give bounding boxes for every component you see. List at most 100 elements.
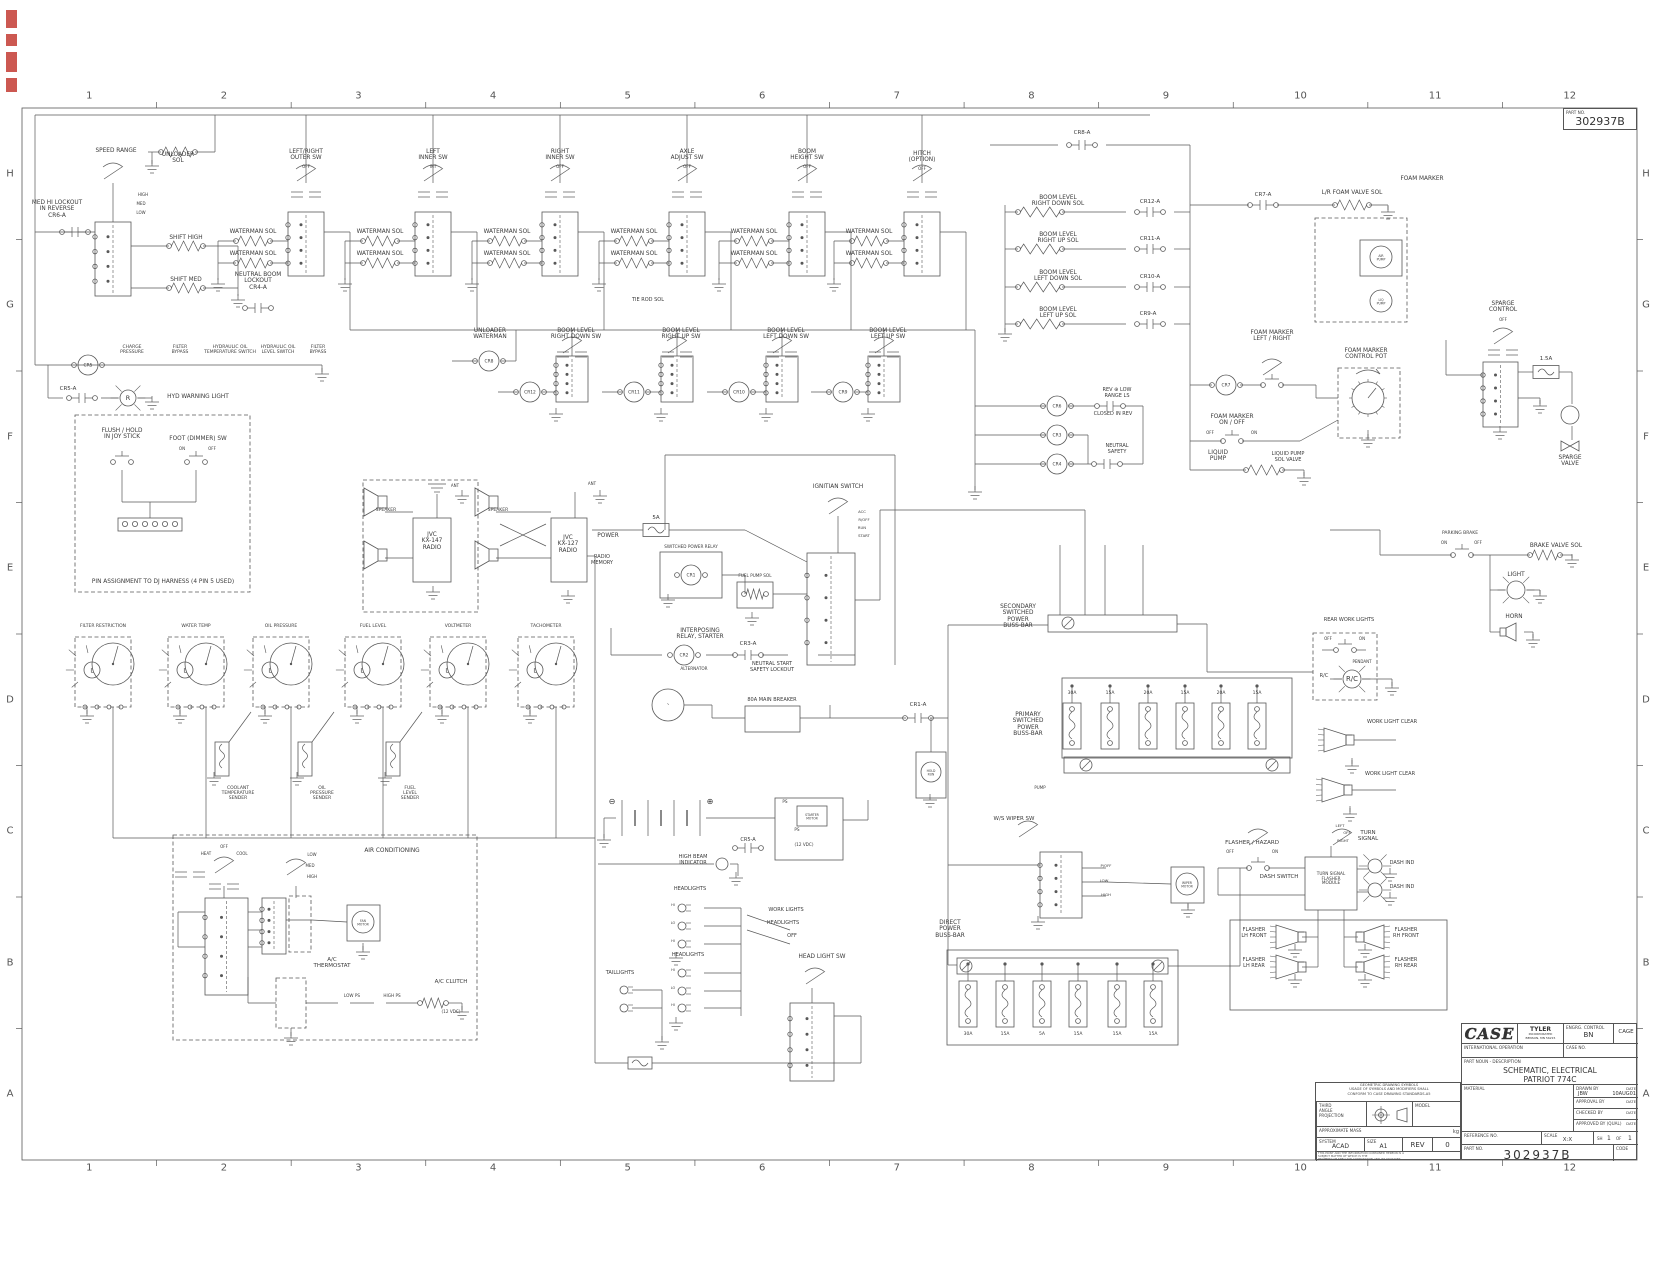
part-no-label: PART NO.	[1566, 110, 1586, 115]
diagram-label: CR11-A	[1139, 236, 1161, 242]
diagram-label: PIN ASSIGNMENT TO DJ HARNESS (4 PIN 5 US…	[91, 579, 235, 585]
diagram-label: CR8-A	[1073, 130, 1091, 136]
diagram-label: 15A	[1112, 1032, 1122, 1037]
zone-label: 11	[1428, 90, 1442, 102]
diagram-label: FOAM MARKER CONTROL POT	[1344, 348, 1388, 361]
diagram-label: ON	[1358, 636, 1366, 641]
diagram-label: LOW	[1099, 878, 1109, 883]
zone-label: 7	[893, 90, 900, 102]
svg-text:L: L	[268, 668, 272, 675]
diagram-label: HITCH (OPTION)	[908, 151, 936, 164]
system-label: SYSTEM	[1319, 1139, 1336, 1144]
diagram-label: FLASHER LH REAR	[1242, 957, 1266, 969]
diagram-label: CR10-A	[1139, 274, 1161, 280]
diagram-label: IGNITIAN SWITCH	[812, 484, 864, 490]
diagram-label: COOL	[236, 851, 248, 856]
diagram-label: 15A	[1073, 1032, 1083, 1037]
zone-label: 10	[1294, 90, 1307, 102]
diagram-label: RIGHT INNER SW	[545, 149, 575, 162]
code-label: CODE	[1616, 1146, 1629, 1151]
zone-label: 2	[220, 90, 228, 102]
part-noun-label: PART NOUN - DESCRIPTION	[1464, 1059, 1521, 1064]
diagram-label: PS	[794, 827, 800, 832]
diagram-label: FLASHER / HAZARD	[1225, 840, 1279, 846]
third-angle-label: THIRD ANGLE PROJECTION	[1319, 1103, 1344, 1118]
diagram-label: OFF	[1343, 830, 1351, 835]
zone-label: 10	[1294, 1162, 1307, 1174]
zone-label: 7	[893, 1162, 900, 1174]
zone-label: 12	[1563, 90, 1577, 102]
diagram-label: 15A	[1252, 691, 1262, 696]
diagram-label: 15A	[1105, 691, 1115, 696]
diagram-label: DASH IND	[1389, 860, 1415, 866]
diagram-label: BOOM LEVEL RIGHT DOWN SOL	[1031, 195, 1085, 208]
zone-label: E	[6, 562, 14, 574]
diagram-label: HIGH	[137, 192, 149, 197]
diagram-label: SPEED RANGE	[95, 148, 137, 154]
zone-label: 4	[489, 90, 497, 102]
diagram-label: 5A	[652, 515, 660, 521]
diagram-label: FUEL PUMP SOL	[738, 573, 772, 578]
zone-label: F	[7, 431, 13, 443]
diagram-label: FILTER BYPASS	[171, 345, 189, 356]
diagram-label: SPARGE VALVE	[1558, 455, 1582, 468]
zone-label: 1	[86, 90, 93, 102]
zone-label: C	[1642, 825, 1650, 837]
sheet-no: 1	[1607, 1135, 1611, 1142]
case-no-label: CASE NO.	[1566, 1045, 1587, 1050]
diagram-label: OFF	[683, 164, 691, 169]
diagram-label: (12 VDC)	[794, 842, 814, 847]
title-block: CASE TYLER INCORPORATED BENSON, MN 56215…	[1461, 1023, 1638, 1161]
diagram-label: RUN	[857, 525, 867, 530]
diagram-label: BOOM LEVEL RIGHT DOWN SW	[550, 328, 602, 341]
vendor-name: TYLER	[1530, 1026, 1551, 1033]
diagram-label: 20A	[1143, 691, 1153, 696]
intl-operation-label: INTERNATIONAL OPERATION	[1464, 1045, 1523, 1050]
diagram-label: LIQUID PUMP SOL VALVE	[1271, 451, 1305, 463]
rev-value: 0	[1445, 1141, 1450, 1149]
diagram-label: DASH SWITCH	[1259, 874, 1299, 880]
diagram-label: BRAKE VALVE SOL	[1529, 543, 1583, 549]
diagram-label: TACHOMETER	[530, 624, 562, 629]
diagram-label: DIRECT POWER BUSS-BAR	[935, 920, 965, 939]
reference-no-label: REFERENCE NO.	[1464, 1133, 1498, 1138]
diagram-label: SHIFT MED	[170, 277, 202, 283]
svg-text:R: R	[126, 394, 131, 402]
svg-text:CR1: CR1	[687, 573, 696, 579]
diagram-label: LIGHT	[1507, 572, 1525, 578]
diagram-label: VOLTMETER	[444, 624, 472, 629]
diagram-label: WATERMAN SOL	[483, 251, 531, 257]
diagram-label: CR3-A	[739, 641, 757, 647]
diagram-label: FOAM MARKER ON / OFF	[1210, 414, 1254, 427]
diagram-label: HEADLIGHTS	[673, 886, 707, 892]
drawn-date-value: 10AUG01	[1612, 1091, 1636, 1097]
drawn-by-label: DRAWN BY	[1576, 1086, 1599, 1091]
diagram-label: TIE ROD SOL	[631, 297, 665, 303]
diagram-label: FLASHER RH FRONT	[1393, 927, 1419, 939]
zone-label: A	[1642, 1088, 1650, 1100]
diagram-label: 30A	[963, 1032, 973, 1037]
zone-label: 8	[1028, 1162, 1035, 1174]
diagram-label: HYDRAULIC OIL LEVEL SWITCH	[260, 345, 296, 356]
diagram-label: A/C THERMOSTAT	[313, 957, 351, 970]
diagram-label: HEAT	[200, 851, 212, 856]
diagram-label: OFF	[787, 933, 797, 939]
scale-label: SCALE	[1544, 1133, 1558, 1138]
diagram-label: OIL PRESSURE SENDER	[310, 786, 334, 802]
diagram-label: WATERMAN SOL	[730, 251, 778, 257]
diagram-label: LOW	[307, 852, 317, 857]
ancillary-block: GEOMETRIC DRAWING SYMBOLS USAGE OF SYMBO…	[1315, 1082, 1462, 1161]
of-label: OF	[1616, 1136, 1622, 1141]
zone-label: D	[6, 694, 14, 706]
part-no-label: PART NO.	[1464, 1146, 1484, 1151]
diagram-label: BOOM LEVEL LEFT DOWN SOL	[1034, 270, 1082, 283]
diagram-label: 30A	[1067, 691, 1077, 696]
diagram-label: WATERMAN SOL	[356, 251, 404, 257]
diagram-label: SECONDARY SWITCHED POWER BUSS-BAR	[1000, 604, 1036, 630]
svg-text:CR4: CR4	[1053, 462, 1062, 468]
diagram-label: TURN SIGNAL	[1357, 830, 1379, 843]
diagram-label: FILTER RESTRICTION	[79, 624, 127, 629]
diagram-label: 5A	[1039, 1032, 1045, 1037]
